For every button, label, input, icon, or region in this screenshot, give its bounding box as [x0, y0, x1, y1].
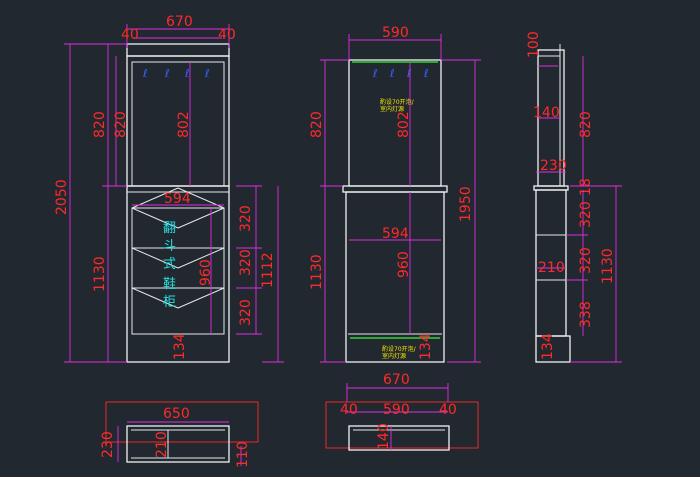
lighting-note-top: 酌设70开泡/室内灯源 — [380, 98, 415, 113]
dim-profile-seg-2: 320 — [578, 247, 594, 274]
dim-plan-right-right: 40 — [439, 402, 457, 418]
side-profile: 100 140 820 230 18 320 320 338 210 1130 … — [526, 31, 622, 363]
dim-front-inner-width: 594 — [164, 191, 191, 207]
dim-profile-gap: 18 — [578, 178, 594, 196]
cabinet-label-char: 翻 — [163, 221, 176, 236]
dim-middle-inner-width: 594 — [382, 226, 409, 242]
dim-profile-seg-3: 338 — [578, 301, 594, 328]
dim-middle-upper: 820 — [309, 111, 325, 138]
dim-profile-shelf: 140 — [533, 105, 560, 121]
cabinet-label-char: 鞋 — [163, 276, 176, 292]
cabinet-label-char: 斗 — [163, 239, 176, 254]
dim-plan-left-depth: 230 — [100, 431, 116, 458]
dim-profile-lower: 1130 — [600, 248, 616, 284]
lighting-note-bottom: 酌设70开泡/室内灯源 — [382, 345, 417, 360]
dim-profile-seg-depth: 210 — [538, 260, 565, 276]
dim-front-total: 2050 — [54, 179, 70, 215]
dim-plan-right-depth: 140 — [376, 423, 392, 450]
dim-plan-right-overall: 670 — [383, 372, 410, 388]
hook-icon: ℓ — [372, 67, 378, 80]
hook-icon: ℓ — [423, 67, 429, 80]
hook-icon: ℓ — [406, 67, 412, 80]
dim-front-width: 670 — [166, 14, 193, 30]
plan-right: 670 40 590 40 140 — [325, 372, 479, 451]
hook-icon: ℓ — [389, 67, 395, 80]
dim-front-lower-inner: 960 — [198, 259, 214, 286]
dim-middle-total: 1950 — [458, 186, 474, 222]
dim-front-upper-b: 820 — [113, 111, 129, 138]
dim-middle-width: 590 — [382, 25, 409, 41]
dim-plan-left-foot: 110 — [235, 441, 251, 468]
dim-profile-seg-1: 320 — [578, 201, 594, 228]
dim-middle-lower: 1130 — [309, 254, 325, 290]
dim-front-glass: 802 — [176, 111, 192, 138]
middle-elevation: ℓ ℓ ℓ ℓ 酌设70开泡/室内灯源 酌设70开泡/室内灯源 590 820 … — [309, 25, 481, 363]
dim-front-right-side: 40 — [218, 27, 236, 43]
front-elevation: ℓ ℓ ℓ ℓ 翻 斗 式 鞋 柜 670 40 40 — [54, 14, 284, 363]
dim-front-upper-a: 820 — [92, 111, 108, 138]
dim-middle-lower-inner: 960 — [396, 251, 412, 278]
dim-front-flap-1: 320 — [238, 205, 254, 232]
hook-icon: ℓ — [184, 67, 190, 80]
hook-icon: ℓ — [204, 67, 210, 80]
dim-front-plinth: 134 — [172, 333, 188, 360]
dim-plan-right-left: 40 — [340, 402, 358, 418]
hook-icon: ℓ — [142, 67, 148, 80]
dim-profile-upper: 820 — [578, 111, 594, 138]
dim-profile-mid: 230 — [540, 158, 567, 174]
dim-profile-cap: 100 — [526, 31, 542, 58]
dim-plan-left-width: 650 — [163, 406, 190, 422]
plan-left: 650 230 210 110 — [100, 401, 259, 468]
dim-middle-glass: 802 — [396, 111, 412, 138]
dim-plan-left-inner: 210 — [154, 431, 170, 458]
dim-plan-right-mid: 590 — [383, 402, 410, 418]
dim-middle-plinth: 134 — [418, 333, 434, 360]
hook-icon: ℓ — [164, 67, 170, 80]
dim-front-flap-3: 320 — [238, 299, 254, 326]
dim-front-flap-2: 320 — [238, 249, 254, 276]
dim-front-left-side: 40 — [121, 27, 139, 43]
cabinet-label-char: 式 — [163, 257, 176, 272]
dim-front-lower-total: 1112 — [260, 252, 276, 288]
dim-profile-plinth: 134 — [540, 333, 556, 360]
dim-front-lower: 1130 — [92, 256, 108, 292]
cabinet-label-char: 柜 — [163, 295, 176, 310]
